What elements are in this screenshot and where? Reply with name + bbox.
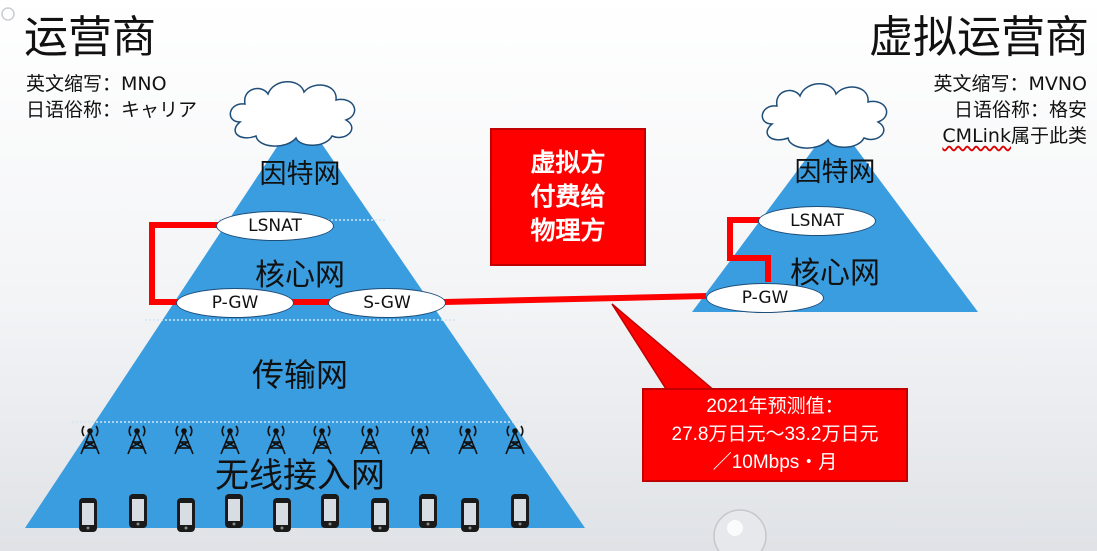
smartphone-icon <box>177 498 195 532</box>
smartphone-icon <box>321 494 339 528</box>
mvno-japanese-name: 日语俗称：格安 <box>953 99 1087 121</box>
smartphone-row <box>79 494 529 532</box>
price-estimate-callout: 2021年预测值： 27.8万日元～33.2万日元 ／10Mbps・月 <box>642 388 908 482</box>
mvno-core-network-label: 核心网 <box>790 256 880 291</box>
mno-core-network-label: 核心网 <box>255 258 345 293</box>
cell-tower-icon <box>174 425 194 455</box>
payment-line-3: 物理方 <box>530 216 606 245</box>
cell-tower-icon <box>410 425 430 455</box>
cell-tower-icon <box>80 425 100 455</box>
mvno-abbreviation: 英文缩写：MVNO <box>933 73 1087 95</box>
mno-abbreviation: 英文缩写：MNO <box>26 73 167 95</box>
mvno-example: CMLink属于此类 <box>942 124 1087 148</box>
smartphone-icon <box>461 498 479 532</box>
mno-transport-network-label: 传输网 <box>251 356 348 394</box>
cell-tower-row <box>80 425 525 455</box>
droplet-decoration <box>1 7 15 21</box>
mvno-lsnat-node: LSNAT <box>758 206 876 236</box>
sgw-mvno-pgw-link <box>443 293 707 305</box>
mno-radio-access-label: 无线接入网 <box>215 456 385 496</box>
mno-title: 运营商 <box>24 12 156 63</box>
mno-lsnat-node: LSNAT <box>216 211 334 241</box>
mvno-title: 虚拟运营商 <box>869 12 1089 63</box>
smartphone-icon <box>225 494 243 528</box>
mno-sgw-node: S-GW <box>328 288 446 318</box>
mvno-pgw-node: P-GW <box>706 283 824 313</box>
mno-japanese-name: 日语俗称：キャリア <box>26 99 198 121</box>
smartphone-icon <box>273 498 291 532</box>
smartphone-icon <box>419 494 437 528</box>
payment-line-1: 虚拟方 <box>530 148 606 177</box>
cell-tower-icon <box>505 425 525 455</box>
price-callout-pointer <box>611 303 719 393</box>
smartphone-icon <box>511 494 529 528</box>
mvno-brand-name: CMLink <box>942 125 1011 147</box>
mvno-lsnat-pgw-link <box>727 217 771 282</box>
mno-internet-label: 因特网 <box>259 159 341 190</box>
cell-tower-icon <box>127 425 147 455</box>
cell-tower-icon <box>360 425 380 455</box>
price-line-1: 2021年预测值： <box>706 396 844 417</box>
cell-tower-icon <box>458 425 478 455</box>
smartphone-icon <box>371 498 389 532</box>
mno-pgw-node: P-GW <box>176 288 294 318</box>
droplet-decoration <box>727 520 743 536</box>
cell-tower-icon <box>312 425 332 455</box>
mno-cloud-icon <box>229 81 356 147</box>
mvno-example-rest: 属于此类 <box>1010 125 1087 147</box>
price-line-3: ／10Mbps・月 <box>712 452 838 473</box>
cell-tower-icon <box>220 425 240 455</box>
payment-direction-box: 虚拟方 付费给 物理方 <box>490 128 646 266</box>
smartphone-icon <box>129 494 147 528</box>
lsnat-pgw-link <box>149 222 218 305</box>
payment-line-2: 付费给 <box>530 182 606 211</box>
mvno-internet-label: 因特网 <box>794 157 876 188</box>
mvno-cloud-icon <box>761 83 888 149</box>
cell-tower-icon <box>266 425 286 455</box>
smartphone-icon <box>79 498 97 532</box>
price-line-2: 27.8万日元～33.2万日元 <box>671 424 879 445</box>
